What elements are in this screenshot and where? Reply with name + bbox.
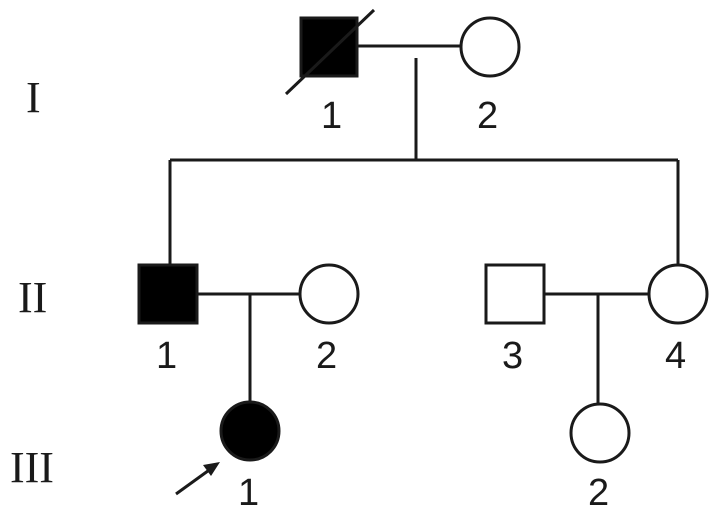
female-symbol-I-2	[459, 16, 521, 78]
individual-label-III-1: 1	[238, 472, 259, 514]
male-symbol-II-1	[137, 263, 199, 325]
female-symbol-III-1	[219, 400, 281, 462]
deceased-slash-I-1	[284, 8, 376, 96]
generation-label-I: I	[26, 73, 41, 122]
generation-label-II: II	[18, 273, 47, 322]
female-symbol-III-2	[569, 402, 631, 464]
individual-label-I-1: 1	[321, 95, 342, 137]
generation-label-III: III	[10, 443, 54, 492]
individual-label-III-2: 2	[588, 472, 609, 514]
female-symbol-II-2	[298, 263, 360, 325]
individual-label-II-4: 4	[665, 335, 686, 377]
individual-label-II-3: 3	[502, 335, 523, 377]
individual-label-I-2: 2	[477, 95, 498, 137]
female-symbol-II-4	[647, 263, 709, 325]
individual-label-II-1: 1	[156, 335, 177, 377]
individual-label-II-2: 2	[316, 335, 337, 377]
male-symbol-II-3	[484, 263, 546, 325]
proband-arrow-icon	[175, 462, 220, 496]
male-symbol-I-1	[299, 16, 359, 78]
